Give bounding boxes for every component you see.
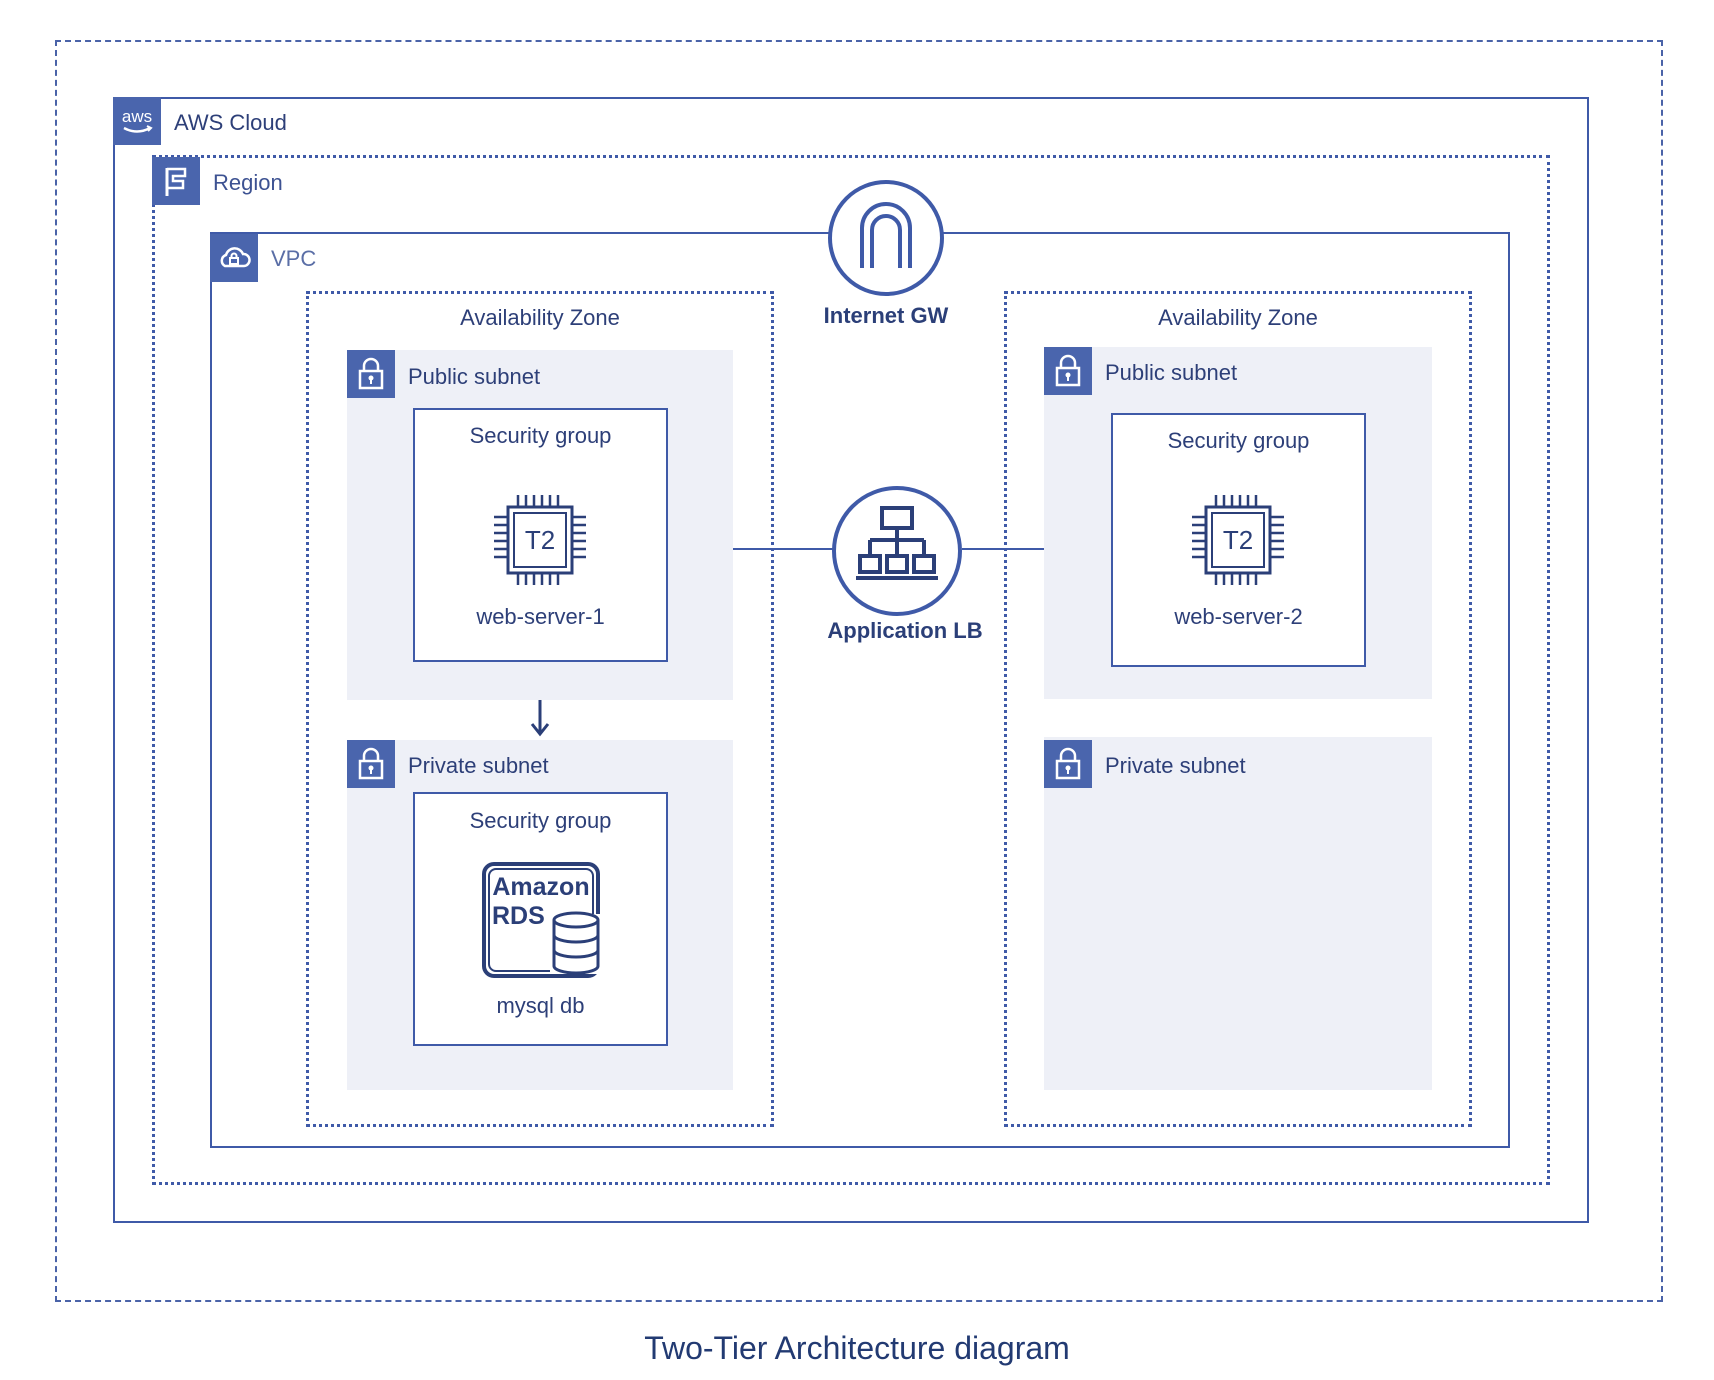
security-group-left-web bbox=[413, 408, 668, 662]
padlock-icon bbox=[1044, 740, 1092, 788]
svg-text:Amazon: Amazon bbox=[492, 873, 589, 901]
diagram-caption: Two-Tier Architecture diagram bbox=[644, 1330, 1070, 1366]
outer-frame bbox=[55, 40, 1663, 1302]
padlock-icon bbox=[347, 740, 395, 788]
internet-gateway-label: Internet GW bbox=[823, 303, 949, 328]
svg-text:aws: aws bbox=[122, 107, 152, 126]
vpc-label: VPC bbox=[271, 246, 317, 271]
internet-gateway-icon bbox=[828, 180, 944, 296]
aws-logo-icon: aws bbox=[113, 97, 161, 145]
mysql-db-label: mysql db bbox=[496, 993, 585, 1018]
application-lb-label: Application LB bbox=[827, 618, 983, 643]
aws-cloud-label: AWS Cloud bbox=[174, 110, 287, 135]
svg-text:RDS: RDS bbox=[492, 902, 545, 930]
security-group-db-label: Security group bbox=[469, 808, 612, 833]
private-subnet-right bbox=[1044, 737, 1432, 1090]
padlock-icon bbox=[347, 350, 395, 398]
chip-icon: T2 bbox=[1188, 493, 1288, 587]
arrow-down-icon bbox=[528, 698, 552, 738]
aws-cloud-group bbox=[113, 97, 1589, 1223]
security-group-right-label: Security group bbox=[1167, 428, 1310, 453]
private-subnet-left-label: Private subnet bbox=[408, 753, 549, 778]
security-group-label: Security group bbox=[469, 423, 612, 448]
rds-database-icon: Amazon RDS bbox=[480, 860, 604, 982]
security-group-left-db bbox=[413, 792, 668, 1046]
public-subnet-left-label: Public subnet bbox=[408, 364, 541, 389]
svg-text:T2: T2 bbox=[525, 525, 555, 555]
web-server-2-label: web-server-2 bbox=[1174, 604, 1303, 629]
padlock-icon bbox=[1044, 347, 1092, 395]
private-subnet-right-label: Private subnet bbox=[1105, 753, 1246, 778]
public-subnet-right-label: Public subnet bbox=[1105, 360, 1238, 385]
cloud-lock-icon bbox=[210, 234, 258, 282]
region-label: Region bbox=[213, 170, 283, 195]
web-server-1-label: web-server-1 bbox=[476, 604, 605, 629]
availability-zone-left-label: Availability Zone bbox=[460, 305, 620, 330]
flag-icon bbox=[152, 157, 200, 205]
availability-zone-right bbox=[1004, 291, 1472, 1127]
svg-text:T2: T2 bbox=[1223, 525, 1253, 555]
security-group-right-web bbox=[1111, 413, 1366, 667]
availability-zone-right-label: Availability Zone bbox=[1158, 305, 1318, 330]
load-balancer-icon bbox=[832, 486, 962, 616]
chip-icon: T2 bbox=[490, 493, 590, 587]
region-group bbox=[152, 155, 1550, 1185]
availability-zone-left bbox=[306, 291, 774, 1127]
